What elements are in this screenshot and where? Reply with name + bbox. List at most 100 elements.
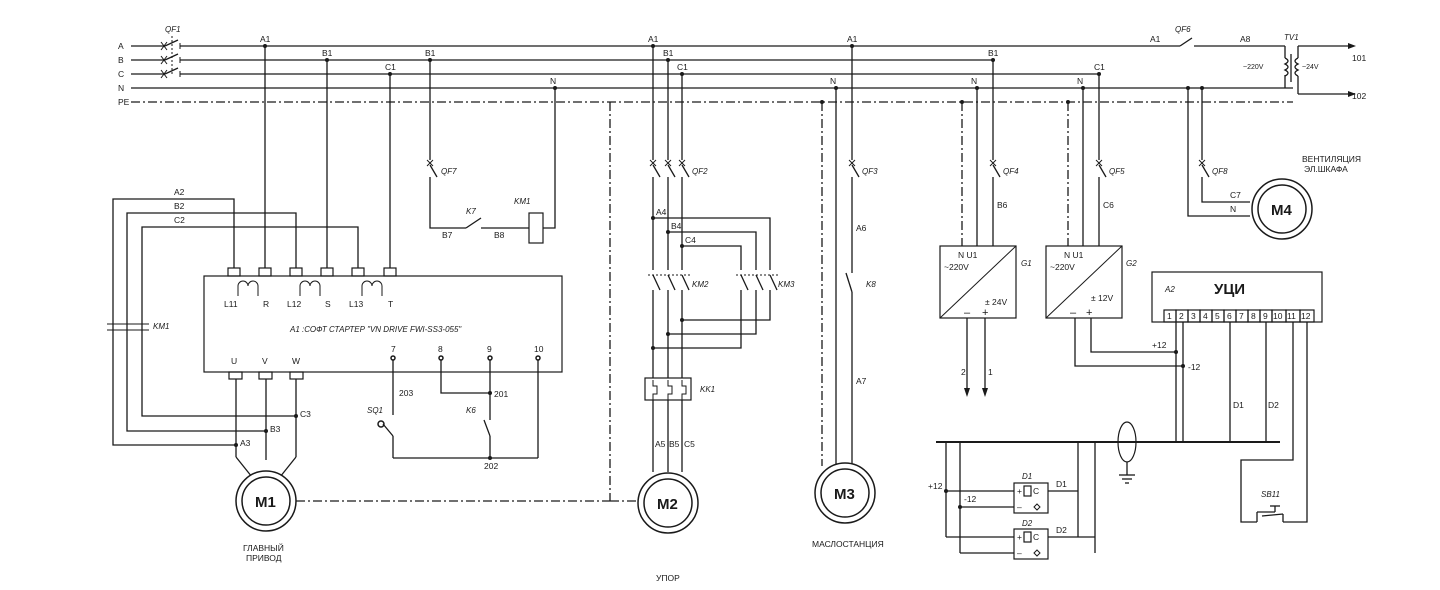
controller-title: УЦИ xyxy=(1214,281,1245,298)
schematic-label: – xyxy=(1017,502,1022,512)
schematic-label: L13 xyxy=(349,299,363,309)
schematic-label: ~220V xyxy=(944,262,969,272)
schematic-label: C6 xyxy=(1103,200,1114,210)
schematic-label: M2 xyxy=(657,496,678,513)
schematic-label: QF3 xyxy=(862,167,878,176)
schematic-label: 202 xyxy=(484,461,498,471)
schematic-label: 203 xyxy=(399,388,413,398)
schematic-label: K6 xyxy=(466,406,476,415)
schematic-label: -12 xyxy=(1188,362,1201,372)
schematic-label: 10 xyxy=(1273,311,1283,321)
schematic-label: A1 xyxy=(847,34,858,44)
schematic-label: A5 xyxy=(655,439,666,449)
soft-starter-a1 xyxy=(203,275,563,373)
schematic-label: M4 xyxy=(1271,202,1292,219)
schematic-label: + xyxy=(1017,532,1022,542)
schematic-label: 8 xyxy=(1251,311,1256,321)
bus-label-a: A xyxy=(118,41,124,51)
schematic-label: 5 xyxy=(1215,311,1220,321)
schematic-label: 3 xyxy=(1191,311,1196,321)
motor-m3: M3 МАСЛОСТАНЦИЯ xyxy=(812,462,884,549)
bus-label-pe: PE xyxy=(118,97,130,107)
schematic-label: -12 xyxy=(964,494,977,504)
schematic-label: D1 xyxy=(1022,472,1032,481)
schematic-label: B6 xyxy=(997,200,1008,210)
schematic-label: A2 xyxy=(1164,285,1175,294)
schematic-label: V xyxy=(262,356,268,366)
schematic-label: 101 xyxy=(1352,53,1366,63)
schematic-label: 2 xyxy=(961,367,966,377)
breaker-qf6: QF6 xyxy=(1175,25,1286,88)
schematic-label: N U1 xyxy=(958,250,978,260)
schematic-label: B5 xyxy=(669,439,680,449)
schematic-label: M3 xyxy=(834,486,855,503)
breaker-qf2: QF2 xyxy=(649,159,708,178)
schematic-label: B7 xyxy=(442,230,453,240)
schematic-label: D2 xyxy=(1056,525,1067,535)
soft-starter-title: A1 :СОФТ СТАРТЕР "VN DRIVE FWI-SS3-055" xyxy=(289,325,462,334)
schematic-label: U xyxy=(231,356,237,366)
motor-m1: M1 ГЛАВНЫЙ ПРИВОД xyxy=(235,470,297,563)
schematic-label: KM1 xyxy=(153,322,169,331)
schematic-label: B1 xyxy=(663,48,674,58)
thermal-relay-kk1: KK1 xyxy=(644,377,715,401)
button-sb11: SB11 xyxy=(1256,490,1284,522)
schematic-label: G2 xyxy=(1126,259,1137,268)
psu-g2-circuit: QF5 C6 N U1 ~220V ± 12V – + G2 +12 -12 xyxy=(1045,72,1201,372)
schematic-label: C xyxy=(1033,486,1039,496)
sensor-bus: +12 -12 D1 + – C D1 D2 + – C D2 xyxy=(928,421,1280,560)
m3-circuit: QF3 A6 K8 A7 M3 МАСЛОСТАНЦИЯ xyxy=(812,44,884,549)
power-buses: A B C N PE A1 B1 B1 C1 N A1 B1 C1 N A1 N… xyxy=(118,25,1366,107)
schematic-label: L12 xyxy=(287,299,301,309)
schematic-label: D1 xyxy=(1056,479,1067,489)
schematic-label: QF5 xyxy=(1109,167,1125,176)
schematic-label: N U1 xyxy=(1064,250,1084,260)
schematic-label: – xyxy=(1070,307,1077,319)
schematic-label: + xyxy=(1086,307,1092,319)
schematic-label: S xyxy=(325,299,331,309)
m2-circuit: QF2 A4 B4 C4 KM2 KM3 xyxy=(609,44,795,583)
schematic-label: KM3 xyxy=(778,280,795,289)
schematic-label: + xyxy=(1017,486,1022,496)
schematic-label: 10 xyxy=(534,344,544,354)
schematic-label: A6 xyxy=(856,223,867,233)
schematic-label: 7 xyxy=(391,344,396,354)
schematic-label: QF6 xyxy=(1175,25,1191,34)
schematic-label: L11 xyxy=(224,299,238,309)
schematic-label: ~24V xyxy=(1302,64,1319,71)
ventilation-circuit: QF8 C7 N M4 ВЕНТИЛЯЦИЯ ЭЛ.ШКАФА xyxy=(1186,86,1361,240)
schematic-label: 7 xyxy=(1239,311,1244,321)
schematic-label: +12 xyxy=(928,481,943,491)
soft-starter-control: 7 8 9 10 203 201 SQ1 K6 20 xyxy=(367,344,544,471)
schematic-label: SB11 xyxy=(1261,490,1280,499)
schematic-label: QF7 xyxy=(441,167,457,176)
schematic-label: KK1 xyxy=(700,385,715,394)
schematic-label: K7 xyxy=(466,207,476,216)
schematic-label: QF1 xyxy=(165,25,181,34)
schematic-label: C5 xyxy=(684,439,695,449)
schematic-label: – xyxy=(1017,548,1022,558)
km1-coil-circuit: QF7 K7 B7 B8 KM1 xyxy=(426,58,557,244)
schematic-label: МАСЛОСТАНЦИЯ xyxy=(812,539,884,549)
motor-m2: M2 УПОР xyxy=(637,472,699,583)
schematic-label: A3 xyxy=(240,438,251,448)
schematic-label: N xyxy=(830,76,836,86)
contactor-km1: KM1 xyxy=(107,322,169,331)
schematic-label: TV1 xyxy=(1284,33,1299,42)
schematic-label: – xyxy=(964,307,971,319)
schematic-label: B1 xyxy=(988,48,999,58)
schematic-label: 9 xyxy=(487,344,492,354)
schematic-label: SQ1 xyxy=(367,406,383,415)
schematic-label: A7 xyxy=(856,376,867,386)
schematic-label: A4 xyxy=(656,207,667,217)
schematic-label: A1 xyxy=(648,34,659,44)
schematic-label: 6 xyxy=(1227,311,1232,321)
contactor-km3: KM3 xyxy=(736,274,795,291)
schematic-label: A2 xyxy=(174,187,185,197)
schematic-label: B3 xyxy=(270,424,281,434)
schematic-label: +12 xyxy=(1152,340,1167,350)
schematic-label: W xyxy=(292,356,300,366)
schematic-label: C4 xyxy=(685,235,696,245)
schematic-label: ~220V xyxy=(1050,262,1075,272)
schematic-label: G1 xyxy=(1021,259,1032,268)
